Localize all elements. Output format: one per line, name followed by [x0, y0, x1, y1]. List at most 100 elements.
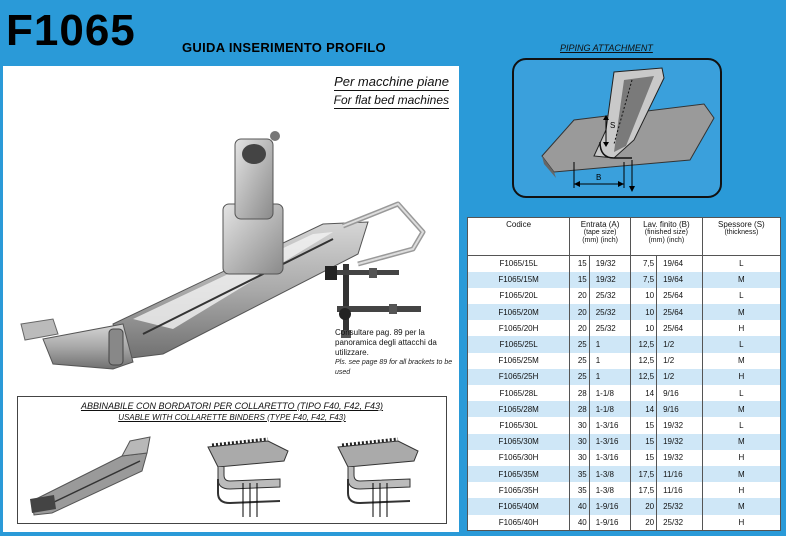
cell-entrata-inch: 1-3/16: [588, 433, 632, 450]
cell-entrata-mm: 40: [569, 514, 590, 532]
piping-diagram: S B: [512, 58, 722, 198]
cell-lav-mm: 12,5: [630, 368, 658, 385]
cell-entrata-inch: 25/32: [588, 287, 632, 305]
cell-entrata-mm: 15: [569, 255, 590, 272]
cell-code: F1065/15M: [466, 271, 571, 288]
compatible-binders-box: ABBINABILE CON BORDATORI PER COLLARETTO …: [17, 396, 447, 524]
cell-lav-inch: 1/2: [656, 336, 703, 353]
cell-spessore: H: [701, 320, 782, 337]
cell-lav-mm: 7,5: [630, 255, 658, 272]
cell-spessore: M: [701, 304, 782, 321]
cell-lav-mm: 17,5: [630, 465, 658, 483]
cell-code: F1065/30M: [466, 433, 571, 450]
cell-entrata-inch: 1: [588, 352, 632, 369]
cell-lav-inch: 19/32: [656, 433, 703, 450]
cell-spessore: M: [701, 271, 782, 288]
cell-entrata-mm: 30: [569, 433, 590, 450]
cell-entrata-inch: 1: [588, 336, 632, 353]
cell-entrata-mm: 25: [569, 352, 590, 369]
cell-entrata-inch: 1-9/16: [588, 514, 632, 532]
cell-lav-mm: 15: [630, 433, 658, 450]
label-s: S: [610, 121, 615, 130]
cell-lav-mm: 12,5: [630, 336, 658, 353]
col-lav-finito: Lav. finito (B) (finished size) (mm) (in…: [630, 217, 703, 256]
cell-entrata-inch: 1-3/16: [588, 449, 632, 466]
cell-entrata-mm: 20: [569, 320, 590, 337]
cell-spessore: L: [701, 385, 782, 402]
bracket-note-en: Pls. see page 89 for all brackets to be …: [335, 359, 453, 376]
table-header: Codice Entrata (A) (tape size) (mm) (inc…: [466, 217, 782, 256]
cell-spessore: L: [701, 255, 782, 272]
bracket-photo: [325, 264, 421, 338]
cell-entrata-mm: 25: [569, 336, 590, 353]
cell-lav-mm: 20: [630, 498, 658, 515]
cell-code: F1065/15L: [466, 255, 571, 272]
piping-attachment-photo: [20, 131, 426, 370]
cell-lav-mm: 10: [630, 304, 658, 321]
cell-code: F1065/30H: [466, 449, 571, 466]
cell-entrata-inch: 19/32: [588, 271, 632, 288]
cell-lav-mm: 12,5: [630, 352, 658, 369]
col-codice: Codice: [466, 217, 571, 256]
cell-spessore: M: [701, 465, 782, 483]
machine-type: Per macchine piane For flat bed machines: [333, 74, 449, 109]
cell-lav-mm: 15: [630, 449, 658, 466]
cell-entrata-mm: 15: [569, 271, 590, 288]
cell-entrata-inch: 1-3/8: [588, 465, 632, 483]
cell-lav-inch: 19/32: [656, 417, 703, 434]
cell-spessore: H: [701, 368, 782, 385]
cell-entrata-mm: 35: [569, 465, 590, 483]
cell-entrata-mm: 30: [569, 417, 590, 434]
piping-cross-section: S B: [541, 67, 715, 192]
cell-entrata-mm: 28: [569, 401, 590, 418]
cell-entrata-mm: 35: [569, 482, 590, 499]
cell-code: F1065/28L: [466, 385, 571, 402]
cell-code: F1065/20L: [466, 287, 571, 305]
cell-entrata-inch: 25/32: [588, 304, 632, 321]
cell-entrata-mm: 28: [569, 385, 590, 402]
cell-entrata-mm: 20: [569, 304, 590, 321]
cell-code: F1065/25L: [466, 336, 571, 353]
cell-spessore: M: [701, 498, 782, 515]
cell-lav-mm: 7,5: [630, 271, 658, 288]
col-entrata: Entrata (A) (tape size) (mm) (inch): [569, 217, 632, 256]
cell-lav-inch: 1/2: [656, 352, 703, 369]
cell-spessore: L: [701, 417, 782, 434]
machine-type-it: Per macchine piane: [333, 74, 449, 91]
cell-code: F1065/25H: [466, 368, 571, 385]
product-code: F1065: [6, 6, 136, 55]
cell-entrata-inch: 1: [588, 368, 632, 385]
cell-lav-mm: 14: [630, 401, 658, 418]
cell-lav-mm: 17,5: [630, 482, 658, 499]
cell-code: F1065/40H: [466, 514, 571, 532]
product-subtitle: GUIDA INSERIMENTO PROFILO: [182, 40, 386, 55]
cell-spessore: L: [701, 336, 782, 353]
cell-entrata-inch: 1-3/8: [588, 482, 632, 499]
compatible-binders-it: ABBINABILE CON BORDATORI PER COLLARETTO …: [80, 401, 384, 411]
cell-lav-mm: 10: [630, 320, 658, 337]
cell-entrata-mm: 20: [569, 287, 590, 305]
cell-entrata-inch: 1-3/16: [588, 417, 632, 434]
cell-spessore: M: [701, 352, 782, 369]
cell-code: F1065/40M: [466, 498, 571, 515]
col-spessore: Spessore (S) (thickness): [701, 217, 782, 256]
cell-entrata-inch: 1-9/16: [588, 498, 632, 515]
cell-spessore: H: [701, 449, 782, 466]
cell-code: F1065/20M: [466, 304, 571, 321]
bracket-note-it: Consultare pag. 89 per la panoramica deg…: [335, 328, 437, 357]
cell-code: F1065/30L: [466, 417, 571, 434]
cell-lav-inch: 25/64: [656, 320, 703, 337]
cell-lav-inch: 11/16: [656, 465, 703, 483]
cell-lav-mm: 15: [630, 417, 658, 434]
cell-entrata-inch: 19/32: [588, 255, 632, 272]
cell-code: F1065/35M: [466, 465, 571, 483]
